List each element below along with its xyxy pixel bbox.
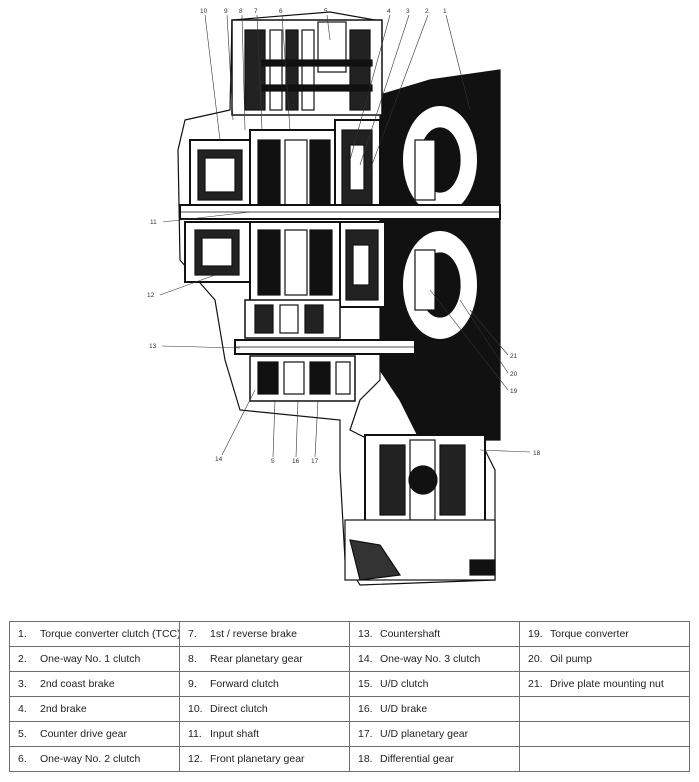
legend-cell: 17. U/D planetary gear: [349, 721, 520, 747]
legend-cell: 10. Direct clutch: [179, 696, 350, 722]
legend-item-label: 2nd coast brake: [40, 678, 115, 690]
legend-item-number: 7.: [188, 628, 197, 640]
callout-leaders: [159, 14, 531, 458]
legend-item-number: 11.: [188, 728, 202, 740]
legend-cell: 3. 2nd coast brake: [9, 671, 180, 697]
transaxle-cross-section-drawing: 10 9 8 7 6 5 4 3 2 1 11 12 13 14 5 16 17…: [147, 8, 541, 586]
legend-cell: 4. 2nd brake: [9, 696, 180, 722]
legend-item-label: U/D planetary gear: [380, 728, 469, 740]
legend-row: 5. Counter drive gear 11. Input shaft 17. U/D…: [9, 721, 690, 747]
callout-numbers: 10 9 8 7 6 5 4 3 2 1 11 12 13 14 5 16 17…: [147, 8, 541, 465]
legend-cell: 7. 1st / reverse brake: [179, 621, 350, 647]
legend-cell: [519, 746, 690, 772]
legend-item-number: 18.: [358, 753, 373, 765]
legend-item-number: 3.: [18, 678, 27, 690]
legend-item-label: Rear planetary gear: [210, 653, 303, 665]
legend-item-label: One-way No. 3 clutch: [380, 653, 481, 665]
legend-cell: 11. Input shaft: [179, 721, 350, 747]
legend-row: 2. One-way No. 1 clutch 8. Rear planetary g…: [9, 646, 690, 672]
legend-cell: 12. Front planetary gear: [179, 746, 350, 772]
callout-2: 2: [425, 8, 429, 15]
legend-cell: 6. One-way No. 2 clutch: [9, 746, 180, 772]
callout-8: 8: [239, 8, 243, 15]
legend-row: 3. 2nd coast brake 9. Forward clutch 15. U/D …: [9, 671, 690, 697]
legend-cell: 21. Drive plate mounting nut: [519, 671, 690, 697]
callout-3: 3: [406, 8, 410, 15]
legend-item-number: 17.: [358, 728, 373, 740]
legend-item-label: Forward clutch: [210, 678, 279, 690]
legend-item-label: 2nd brake: [40, 703, 87, 715]
callout-9: 9: [224, 8, 228, 15]
callout-17: 17: [311, 458, 319, 465]
legend-item-label: Drive plate mounting nut: [550, 678, 664, 690]
legend-item-label: U/D clutch: [380, 678, 429, 690]
legend-cell: 2. One-way No. 1 clutch: [9, 646, 180, 672]
legend-item-label: One-way No. 1 clutch: [40, 653, 141, 665]
legend-cell: 16. U/D brake: [349, 696, 520, 722]
legend-item-number: 13.: [358, 628, 373, 640]
legend-item-number: 10.: [188, 703, 203, 715]
callout-4: 4: [387, 8, 391, 15]
legend-item-label: One-way No. 2 clutch: [40, 753, 141, 765]
callout-20: 20: [510, 371, 518, 378]
legend-item-number: 19.: [528, 628, 543, 640]
callout-5-lower: 5: [271, 458, 275, 465]
legend-cell: 19. Torque converter: [519, 621, 690, 647]
callout-14: 14: [215, 456, 223, 463]
callout-13: 13: [149, 343, 157, 350]
legend-item-number: 16.: [358, 703, 373, 715]
callout-19: 19: [510, 388, 518, 395]
legend-item-number: 14.: [358, 653, 373, 665]
legend-item-number: 1.: [18, 628, 27, 640]
legend-item-label: U/D brake: [380, 703, 428, 715]
legend-item-number: 8.: [188, 653, 197, 665]
callout-11: 11: [150, 219, 157, 226]
callout-5: 5: [324, 8, 328, 15]
legend-item-label: Counter drive gear: [40, 728, 127, 740]
legend-cell: 1. Torque converter clutch (TCC): [9, 621, 180, 647]
legend-cell: 20. Oil pump: [519, 646, 690, 672]
legend-item-label: Direct clutch: [210, 703, 268, 715]
legend-cell: [519, 721, 690, 747]
legend-item-label: Differential gear: [380, 753, 454, 765]
legend-item-label: Torque converter clutch (TCC): [40, 628, 180, 640]
callout-12: 12: [147, 292, 155, 299]
transaxle-body: [177, 11, 501, 586]
parts-legend-table: 1. Torque converter clutch (TCC) 7. 1st / r…: [9, 621, 690, 772]
callout-18: 18: [533, 450, 541, 457]
legend-item-label: Countershaft: [380, 628, 441, 640]
callout-7: 7: [254, 8, 258, 15]
legend-row: 6. One-way No. 2 clutch 12. Front planetary…: [9, 746, 690, 772]
legend-cell: 15. U/D clutch: [349, 671, 520, 697]
legend-cell: 5. Counter drive gear: [9, 721, 180, 747]
legend-row: 1. Torque converter clutch (TCC) 7. 1st / r…: [9, 621, 690, 647]
legend-cell: 14. One-way No. 3 clutch: [349, 646, 520, 672]
callout-10: 10: [200, 8, 208, 15]
legend-item-label: Oil pump: [550, 653, 593, 665]
legend-item-label: Input shaft: [210, 728, 260, 740]
callout-1: 1: [443, 8, 447, 15]
legend-item-number: 2.: [18, 653, 27, 665]
callout-16: 16: [292, 458, 300, 465]
legend-item-number: 20.: [528, 653, 543, 665]
callout-6: 6: [279, 8, 283, 15]
legend-cell: 18. Differential gear: [349, 746, 520, 772]
parts-legend-body: 1. Torque converter clutch (TCC) 7. 1st / r…: [9, 621, 690, 772]
legend-item-number: 9.: [188, 678, 197, 690]
legend-item-number: 5.: [18, 728, 27, 740]
legend-cell: [519, 696, 690, 722]
legend-item-number: 12.: [188, 753, 203, 765]
legend-item-label: 1st / reverse brake: [210, 628, 297, 640]
legend-item-number: 15.: [358, 678, 373, 690]
legend-cell: 13. Countershaft: [349, 621, 520, 647]
legend-item-label: Torque converter: [550, 628, 629, 640]
legend-item-label: Front planetary gear: [210, 753, 305, 765]
callout-21: 21: [510, 353, 518, 360]
legend-item-number: 6.: [18, 753, 27, 765]
legend-item-number: 21.: [528, 678, 543, 690]
legend-item-number: 4.: [18, 703, 27, 715]
legend-cell: 8. Rear planetary gear: [179, 646, 350, 672]
legend-cell: 9. Forward clutch: [179, 671, 350, 697]
legend-row: 4. 2nd brake 10. Direct clutch 16. U/D brake: [9, 696, 690, 722]
